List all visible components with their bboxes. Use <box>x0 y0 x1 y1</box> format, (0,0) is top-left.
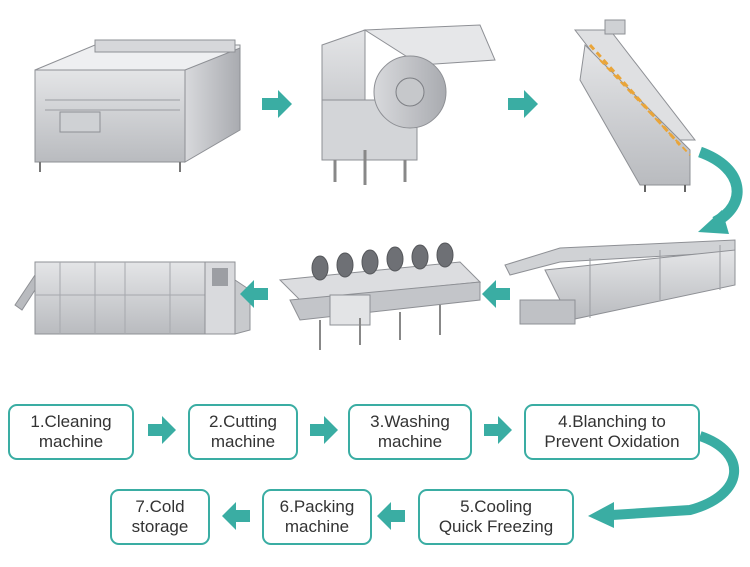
arrow-left-icon <box>482 280 510 308</box>
step-cooling-quick-freezing: 5.Cooling Quick Freezing <box>418 489 574 545</box>
step-label: 1.Cleaning machine <box>30 412 112 451</box>
step-label: 4.Blanching to Prevent Oxidation <box>544 412 680 451</box>
step-label: 5.Cooling Quick Freezing <box>438 497 554 536</box>
arrow-left-icon <box>222 502 250 530</box>
step-label: 6.Packing machine <box>279 497 355 536</box>
peeling-cleaning-machine-icon <box>34 39 241 172</box>
step-label: 7.Cold storage <box>131 497 189 536</box>
step-washing-machine: 3.Washing machine <box>348 404 472 460</box>
dewatering-cooling-machine-icon <box>278 242 482 350</box>
step-cleaning-machine: 1.Cleaning machine <box>8 404 134 460</box>
curved-arrow-icon <box>697 146 743 234</box>
step-label: 2.Cutting machine <box>208 412 278 451</box>
arrow-right-icon <box>508 90 538 118</box>
step-label: 3.Washing machine <box>370 412 450 451</box>
step-cold-storage: 7.Cold storage <box>110 489 210 545</box>
step-cutting-machine: 2.Cutting machine <box>188 404 298 460</box>
blanching-machine-icon <box>504 239 736 325</box>
bubble-washing-machine-icon <box>573 19 697 192</box>
cutting-machine-icon <box>321 24 496 185</box>
arrow-right-icon <box>262 90 292 118</box>
arrow-left-icon <box>377 502 405 530</box>
cold-storage-unit-icon <box>14 261 251 335</box>
arrow-right-icon <box>148 416 176 444</box>
arrow-left-icon <box>240 280 268 308</box>
arrow-right-icon <box>484 416 512 444</box>
step-packing-machine: 6.Packing machine <box>262 489 372 545</box>
arrow-right-icon <box>310 416 338 444</box>
curved-arrow-icon <box>588 431 740 528</box>
step-blanching: 4.Blanching to Prevent Oxidation <box>524 404 700 460</box>
